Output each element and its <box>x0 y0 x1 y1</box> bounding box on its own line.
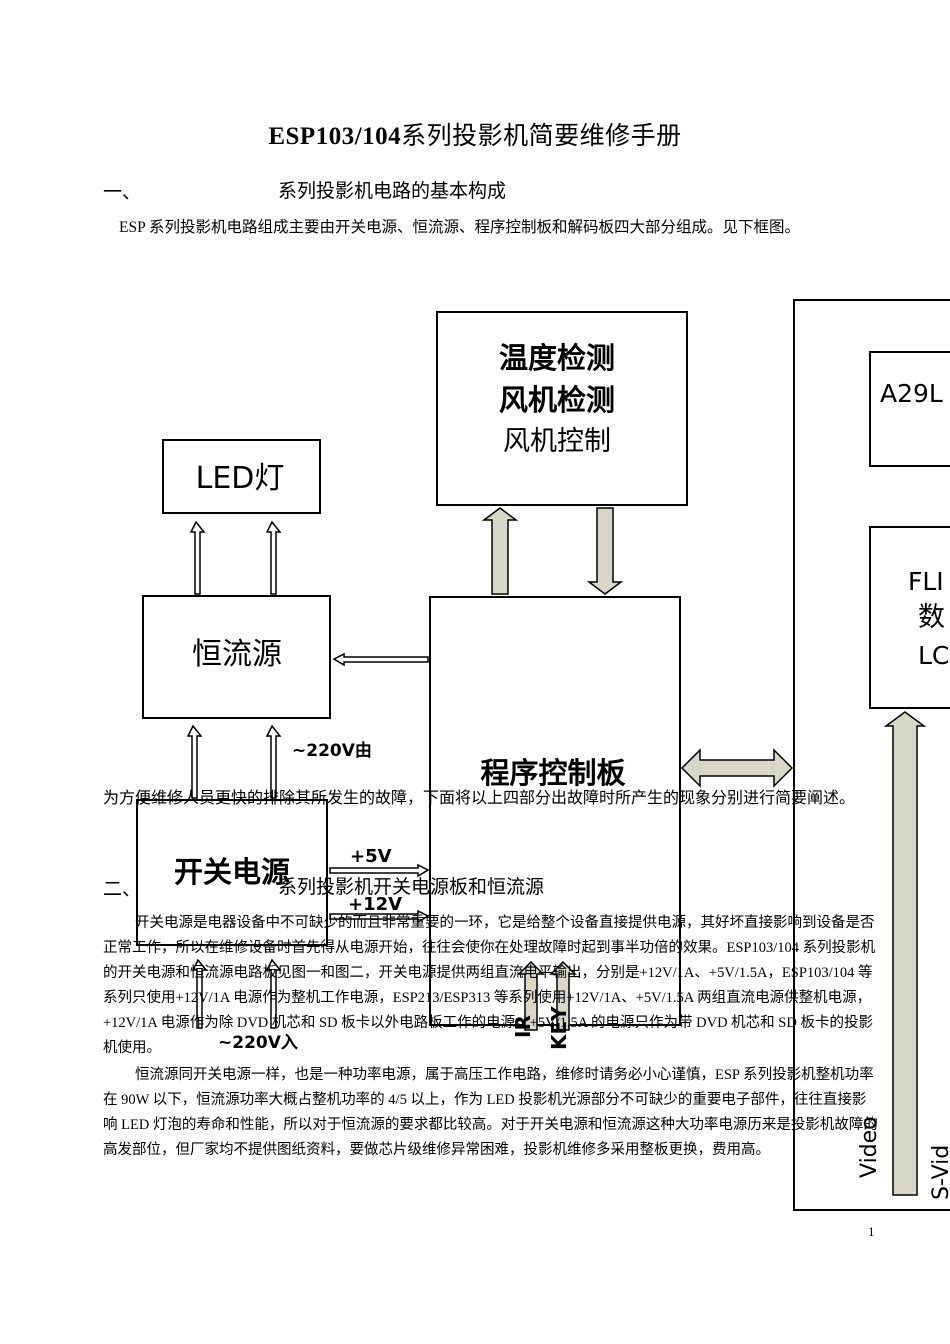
arrow-pb-cc <box>332 652 429 667</box>
switching-power-box <box>136 799 328 946</box>
a29-box <box>869 351 950 467</box>
video-label: Video <box>857 1116 882 1178</box>
section2-paragraph-2: 恒流源同开关电源一样，也是一种功率电源，属于高压工作电路，维修时请务必小心谨慎，… <box>103 1067 878 1158</box>
led-box-label: LED灯 <box>196 461 285 496</box>
arrow-up-flash <box>883 711 927 1196</box>
flash-line-2: 数 <box>918 602 945 633</box>
arrow-12v <box>329 909 430 924</box>
section1-number: 一、 <box>103 181 142 203</box>
temp-line-3: 风机控制 <box>503 426 611 457</box>
section2-heading: 系列投影机开关电源板和恒流源 <box>278 876 545 898</box>
switching-power-label: 开关电源 <box>174 855 290 889</box>
ac-label-lower: ~220V入 <box>218 1033 298 1053</box>
arrow-pb-decoder <box>680 748 794 788</box>
arrow-ac-in-2 <box>265 958 282 1029</box>
arrow-key <box>549 960 577 1031</box>
constant-current-box <box>142 595 331 719</box>
label-5v: +5V <box>350 846 392 867</box>
arrow-down-temp <box>586 507 624 595</box>
arrow-led-2 <box>265 520 282 595</box>
decoder-frame <box>793 299 950 1211</box>
section2-number: 二、 <box>103 878 142 900</box>
arrow-cc-1 <box>186 724 203 799</box>
ac-label-upper: ~220V由 <box>292 740 372 761</box>
document-title: ESP103/104系列投影机简要维修手册 <box>0 116 950 152</box>
section2-paragraph-1: 开关电源是电器设备中不可缺少的而且非常重要的一环，它是给整个设备直接提供电源，其… <box>103 915 876 1056</box>
arrow-led-1 <box>189 520 206 595</box>
title-rest: 系列投影机简要维修手册 <box>401 123 682 150</box>
label-ir: IR <box>511 1015 535 1038</box>
temp-fan-box <box>436 311 688 506</box>
section1-heading: 系列投影机电路的基本构成 <box>278 180 507 202</box>
program-board-label: 程序控制板 <box>480 756 626 790</box>
arrow-up-temp <box>481 507 519 595</box>
led-box <box>162 439 321 514</box>
temp-line-2: 风机检测 <box>499 383 615 417</box>
constant-current-label: 恒流源 <box>192 637 282 672</box>
program-board-box <box>429 596 681 1026</box>
flash-box <box>869 526 950 709</box>
s-video-label: S-Vid <box>929 1145 950 1200</box>
section1-paragraph: ESP 系列投影机电路组成主要由开关电源、恒流源、程序控制板和解码板四大部分组成… <box>119 219 801 236</box>
page-number: 1 <box>868 1224 875 1239</box>
title-model: ESP103/104 <box>268 123 402 150</box>
label-12v: +12V <box>348 894 402 915</box>
flash-line-3: LC <box>918 641 949 670</box>
flash-line-1: FLI <box>908 567 944 596</box>
arrow-cc-2 <box>265 724 282 799</box>
a29-label: A29L <box>880 379 943 408</box>
arrow-ir <box>517 960 545 1031</box>
arrow-5v <box>329 863 430 878</box>
temp-line-1: 温度检测 <box>499 341 615 375</box>
label-key: KEY <box>547 1006 571 1050</box>
intro-paragraph: 为方便维修人员更快的排除其所发生的故障，下面将以上四部分出故障时所产生的现象分别… <box>103 790 856 807</box>
arrow-ac-in-1 <box>191 958 208 1029</box>
